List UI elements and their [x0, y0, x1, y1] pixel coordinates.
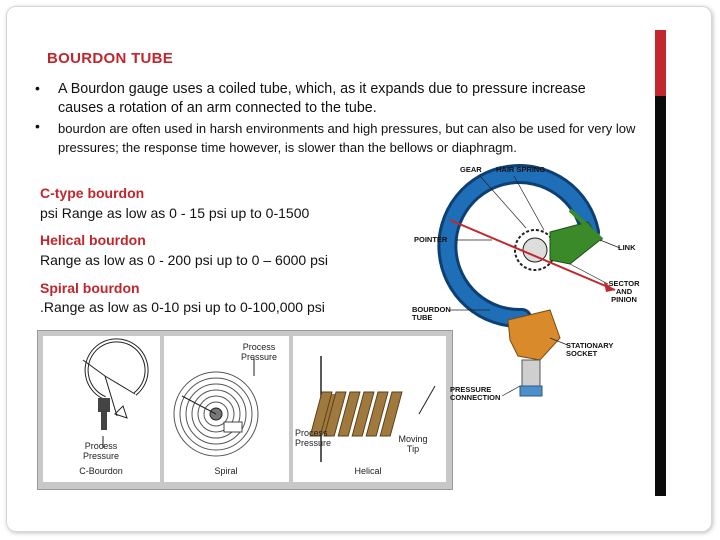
label-link: LINK: [618, 244, 636, 252]
label-hair-spring: HAIR SPRING: [496, 166, 545, 174]
section-heading-helical: Helical bourdon: [40, 232, 146, 248]
section-body-spiral: .Range as low as 0-10 psi up to 0-100,00…: [40, 299, 325, 315]
bullet-dot-icon: •: [35, 80, 40, 96]
helical-tip-label: Moving Tip: [393, 434, 433, 454]
label-sector-pinion: SECTOR AND PINION: [606, 280, 642, 304]
c-bourdon-pressure-label: Process Pressure: [73, 441, 129, 461]
section-body-helical: Range as low as 0 - 200 psi up to 0 – 60…: [40, 252, 328, 268]
section-heading-c-type: C-type bourdon: [40, 185, 144, 201]
bullet-text-1: A Bourdon gauge uses a coiled tube, whic…: [58, 80, 618, 118]
label-pointer: POINTER: [414, 236, 447, 244]
bourdon-gauge-diagram: GEAR HAIR SPRING POINTER LINK SECTOR AND…: [410, 160, 650, 410]
label-gear: GEAR: [460, 166, 482, 174]
c-bourdon-caption: C-Bourdon: [63, 466, 139, 476]
helical-caption: Helical: [333, 466, 403, 476]
accent-bar-red: [655, 30, 666, 96]
bourdon-types-figure: Process Pressure C-Bourdon Process Press…: [37, 330, 453, 490]
label-bourdon-tube: BOURDON TUBE: [412, 306, 454, 322]
label-stationary-socket: STATIONARY SOCKET: [566, 342, 626, 358]
spiral-pressure-label: Process Pressure: [232, 342, 286, 362]
section-heading-spiral: Spiral bourdon: [40, 280, 140, 296]
slide-title: BOURDON TUBE: [47, 50, 173, 67]
spiral-caption: Spiral: [194, 466, 258, 476]
helical-pressure-label: Process Pressure: [295, 428, 335, 448]
section-body-c-type: psi Range as low as 0 - 15 psi up to 0-1…: [40, 205, 309, 221]
bullet-text-2: bourdon are often used in harsh environm…: [58, 120, 658, 157]
c-bourdon-diagram: Process Pressure C-Bourdon: [43, 336, 160, 482]
bullet-dot-icon: •: [35, 118, 40, 134]
label-pressure-connection: PRESSURE CONNECTION: [450, 386, 512, 402]
spiral-bourdon-diagram: Process Pressure Spiral: [164, 336, 289, 482]
